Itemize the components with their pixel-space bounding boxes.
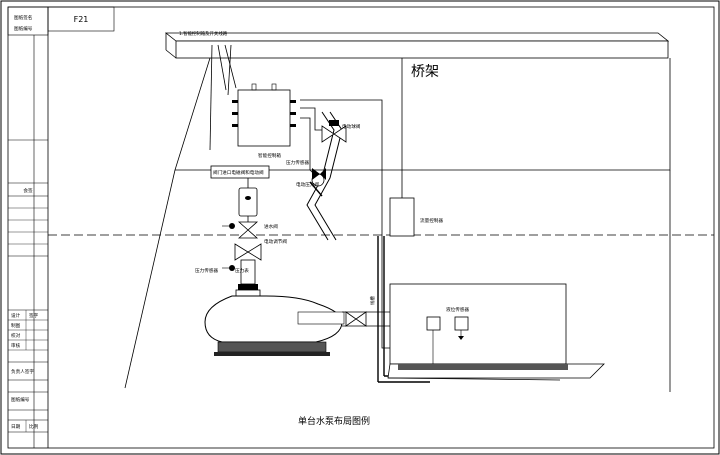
control-box: 智能控制箱 (232, 83, 296, 159)
flow-controller: 流量控制器 (389, 197, 443, 237)
tb-design: 设计 (11, 312, 21, 319)
tb-sign: 签字 (29, 312, 39, 319)
label-pressure-gauge: 压力表 (235, 267, 249, 274)
water-tank (387, 283, 605, 381)
tray-label: 桥架 (411, 64, 439, 80)
level-sensor: 液位传感器 (426, 306, 469, 364)
tray-inner-text: 1.智能控制箱及开关线路 (179, 30, 228, 37)
tb-review: 审核 (11, 342, 21, 349)
label-motor-valve: 电动球阀 (342, 123, 361, 130)
tb-date: 日期 (11, 424, 21, 430)
cable-tray: 1.智能控制箱及开关线路 桥架 (164, 30, 670, 80)
top-note-2: 图纸编号 (14, 25, 33, 32)
tb-drawing-no: 图纸编号 (11, 396, 30, 403)
drawing-caption: 单台水泵布局图例 (298, 415, 370, 427)
label-electric-pump-valve: 电动调节阀 (264, 238, 287, 245)
tb-check: 校对 (11, 332, 21, 339)
label-cable-note: 线槽 (369, 296, 376, 305)
top-notes-box: 图纸签名 图纸编号 (7, 6, 49, 36)
pump-riser (222, 183, 262, 297)
tb-scale: 比例 (29, 423, 39, 430)
label-pressure-sensor-mid: 压力传感器 (286, 159, 309, 166)
label-level-sensor: 液位传感器 (446, 306, 469, 313)
label-pressure-valve-bottom: 电动压力阀 (296, 181, 319, 188)
tb-draw: 制图 (11, 322, 21, 329)
inner-border (7, 6, 715, 449)
label-control-box: 智能控制箱 (258, 152, 281, 159)
mid-valve-group: 压力传感器 电动压力阀 (286, 159, 326, 197)
inlet-monitor: 阀门进口电磁阀和电动阀 (210, 165, 270, 183)
page-number: F21 (74, 15, 89, 24)
pump-body (204, 295, 345, 356)
page-number-box: F21 (47, 6, 115, 32)
label-flow-controller: 流量控制器 (420, 217, 443, 224)
title-block-header: 会签 (23, 187, 33, 194)
title-block: 会签 设计 签字 制图 校对 审核 负责人签字 图纸编号 日期 比例 (8, 7, 49, 448)
motor-valve-top: 电动球阀 (321, 120, 361, 143)
room-outline (48, 57, 714, 392)
label-inlet-valve: 进水阀 (264, 223, 278, 230)
top-note-1: 图纸签名 (14, 14, 32, 21)
tb-owner-sign: 负责人签字 (11, 368, 34, 375)
label-inlet-monitor: 阀门进口电磁阀和电动阀 (213, 169, 264, 176)
label-pressure-sensor-left: 压力传感器 (195, 267, 218, 274)
